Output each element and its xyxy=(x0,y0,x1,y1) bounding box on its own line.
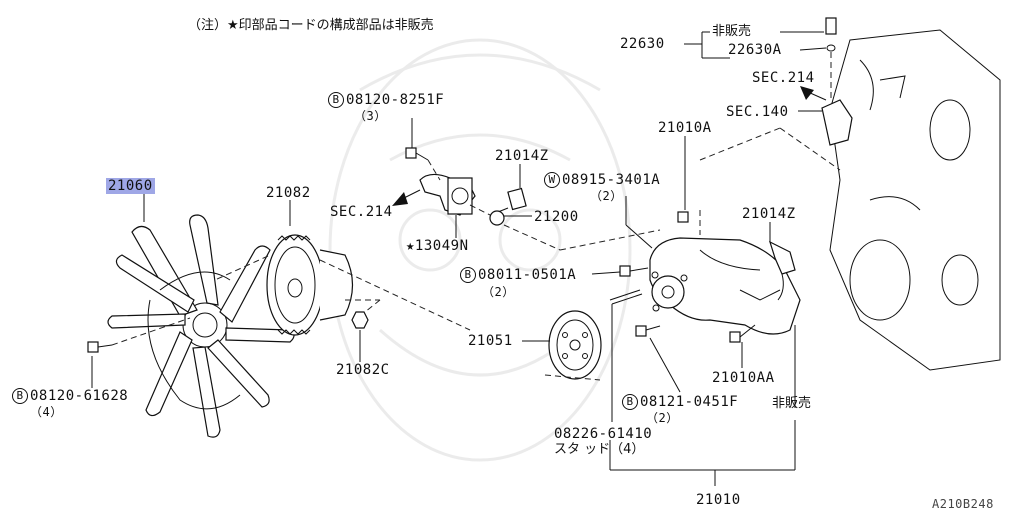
temp-sensor-top[interactable] xyxy=(497,164,527,213)
label-pulley[interactable]: 21051 xyxy=(468,333,513,349)
bolt-marker-icon: B xyxy=(622,394,638,410)
label-stud-sub: スタ ッド（4） xyxy=(554,442,645,457)
label-bolt-aa[interactable]: 21010AA xyxy=(712,370,775,386)
label-fan-clutch[interactable]: 21082 xyxy=(266,185,311,201)
label-washer-qty: （2） xyxy=(590,189,623,203)
sec214-right-arrow-icon xyxy=(800,86,827,101)
assembly-bracket-21010 xyxy=(609,325,796,486)
pump-bolt-21010aa-icon[interactable] xyxy=(729,324,756,368)
label-outlet[interactable]: ★13049N xyxy=(406,238,469,254)
washer-marker-icon: W xyxy=(544,172,560,188)
label-sec140[interactable]: SEC.140 xyxy=(726,104,789,120)
outlet-bolt-icon[interactable] xyxy=(405,118,441,181)
diagram-note: （注）★印部品コードの構成部品は非販売 xyxy=(188,18,434,33)
label-fan-bolt-qty: （4） xyxy=(30,405,63,419)
washer-number: 08915-3401A xyxy=(562,172,661,188)
label-top-bolt-qty: （3） xyxy=(354,109,387,123)
label-sec214-left[interactable]: SEC.214 xyxy=(330,204,393,220)
stud-08226-icon[interactable] xyxy=(609,289,643,422)
label-bolt-0451-qty: （2） xyxy=(646,411,679,425)
sec214-arrow-icon xyxy=(392,189,421,206)
label-water-pump[interactable]: 21010 xyxy=(696,492,741,508)
fan-bolt-number: 08120-61628 xyxy=(30,388,129,404)
label-bolt-0501-qty: （2） xyxy=(482,285,515,299)
pump-bolt-0501-icon[interactable] xyxy=(591,265,649,277)
cooling-fan-21060[interactable] xyxy=(107,194,295,438)
bolt-marker-icon: B xyxy=(460,267,476,283)
sensor-22630[interactable] xyxy=(684,17,837,98)
water-pump-21010[interactable] xyxy=(649,210,801,335)
label-pump-sensor[interactable]: 21014Z xyxy=(742,206,796,222)
washer-leader xyxy=(625,196,653,249)
pump-bolt-0451-icon[interactable] xyxy=(635,325,681,393)
label-22630-not-sold: 非販売 xyxy=(712,24,752,39)
thermostat-21200[interactable] xyxy=(489,210,661,251)
label-sensor-top[interactable]: 21014Z xyxy=(495,148,549,164)
fan-clutch-21082[interactable] xyxy=(214,200,471,336)
temp-sensor-pump[interactable] xyxy=(769,222,796,301)
diagram-code: A210B248 xyxy=(932,497,994,511)
label-thermostat[interactable]: 21200 xyxy=(534,209,579,225)
label-sec214-right[interactable]: SEC.214 xyxy=(752,70,815,86)
bolt-marker-icon: B xyxy=(12,388,28,404)
pump-pulley-21051[interactable] xyxy=(522,310,602,381)
fan-bolt-icon[interactable] xyxy=(87,317,191,388)
bolt-0501-number: 08011-0501A xyxy=(478,267,577,283)
label-not-sold-right: 非販売 xyxy=(772,396,812,411)
label-stud[interactable]: 08226-61410 xyxy=(554,426,653,442)
label-fan[interactable]: 21060 xyxy=(106,178,155,194)
label-fan-clutch-nut[interactable]: 21082C xyxy=(336,362,390,378)
label-pump-bolt-top[interactable]: 21010A xyxy=(658,120,712,136)
sec140-outlet[interactable] xyxy=(798,99,853,146)
fan-part-number[interactable]: 21060 xyxy=(106,178,155,194)
fan-clutch-nut-icon[interactable] xyxy=(351,311,369,362)
bolt-marker-icon: B xyxy=(328,92,344,108)
label-22630[interactable]: 22630 xyxy=(620,36,665,52)
water-outlet-13049n[interactable] xyxy=(419,173,491,238)
pump-bolt-21010a-icon[interactable] xyxy=(677,136,689,223)
label-22630a[interactable]: 22630A xyxy=(728,42,782,58)
top-bolt-number: 08120-8251F xyxy=(346,92,445,108)
engine-block xyxy=(699,29,1001,371)
bolt-0451-number: 08121-0451F xyxy=(640,394,739,410)
